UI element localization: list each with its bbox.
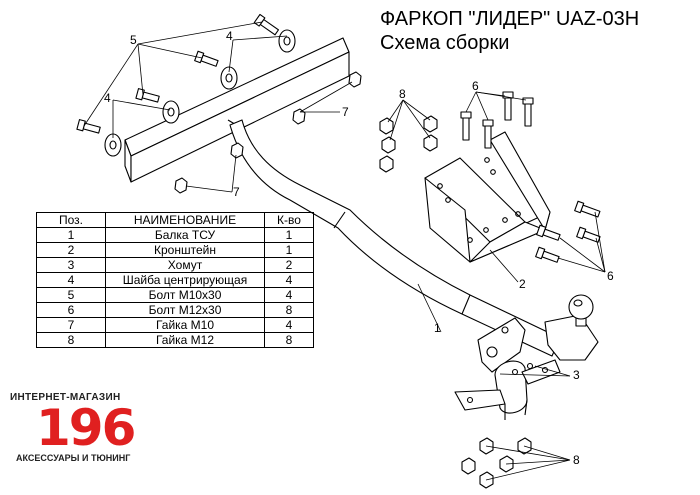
cell-name: Гайка М10 bbox=[105, 317, 265, 333]
cell-quantity: 4 bbox=[264, 317, 314, 333]
callout-4-left: 4 bbox=[104, 91, 111, 105]
table-row: 1 Балка ТСУ 1 bbox=[36, 227, 314, 243]
table-row: 6 Болт М12х30 8 bbox=[36, 302, 314, 318]
column-header-quantity: К-во bbox=[264, 212, 314, 228]
callout-1: 1 bbox=[434, 321, 441, 335]
hitch-ball-assembly bbox=[477, 294, 599, 373]
logo-bottom-text: АКСЕССУАРЫ И ТЮНИНГ bbox=[16, 453, 131, 463]
cell-position: 4 bbox=[36, 272, 106, 288]
table-row: 5 Болт М10х30 4 bbox=[36, 287, 314, 303]
cross-beam bbox=[124, 37, 350, 183]
mounting-bracket bbox=[424, 131, 551, 263]
cell-name: Хомут bbox=[105, 257, 265, 273]
table-row: 2 Кронштейн 1 bbox=[36, 242, 314, 258]
logo-top-text: ИНТЕРНЕТ-МАГАЗИН bbox=[10, 392, 121, 403]
callout-8-top: 8 bbox=[399, 87, 406, 101]
cell-name: Шайба центрирующая bbox=[105, 272, 265, 288]
cell-name: Гайка М12 bbox=[105, 332, 265, 348]
bolts-m12-right bbox=[535, 200, 601, 263]
cell-position: 8 bbox=[36, 332, 106, 348]
table-row: 8 Гайка М12 8 bbox=[36, 332, 314, 348]
cell-position: 6 bbox=[36, 302, 106, 318]
column-header-name: НАИМЕНОВАНИЕ bbox=[105, 212, 265, 228]
parts-table: Поз. НАИМЕНОВАНИЕ К-во 1 Балка ТСУ 1 2 К… bbox=[36, 212, 314, 348]
leader-lines bbox=[83, 21, 606, 481]
callout-4-top: 4 bbox=[226, 29, 233, 43]
cell-name: Кронштейн bbox=[105, 242, 265, 258]
cell-name: Болт М12х30 bbox=[105, 302, 265, 318]
callout-3: 3 bbox=[573, 368, 580, 382]
cell-quantity: 4 bbox=[264, 272, 314, 288]
callout-5: 5 bbox=[130, 33, 137, 47]
callout-7-top: 7 bbox=[342, 105, 349, 119]
cell-name: Балка ТСУ bbox=[105, 227, 265, 243]
store-logo: ИНТЕРНЕТ-МАГАЗИН 196 АКСЕССУАРЫ И ТЮНИНГ bbox=[10, 392, 160, 463]
cell-position: 7 bbox=[36, 317, 106, 333]
cell-quantity: 2 bbox=[264, 257, 314, 273]
cell-name: Болт М10х30 bbox=[105, 287, 265, 303]
cell-quantity: 8 bbox=[264, 302, 314, 318]
callout-6-top: 6 bbox=[472, 79, 479, 93]
cell-quantity: 8 bbox=[264, 332, 314, 348]
cell-quantity: 4 bbox=[264, 287, 314, 303]
table-header-row: Поз. НАИМЕНОВАНИЕ К-во bbox=[36, 212, 314, 228]
cell-position: 5 bbox=[36, 287, 106, 303]
cell-quantity: 1 bbox=[264, 242, 314, 258]
cell-position: 3 bbox=[36, 257, 106, 273]
callout-2: 2 bbox=[519, 277, 526, 291]
centering-washers bbox=[104, 29, 296, 157]
logo-number: 196 bbox=[36, 399, 136, 457]
nuts-m10 bbox=[174, 71, 362, 194]
callout-8-bottom: 8 bbox=[573, 453, 580, 467]
table-row: 7 Гайка М10 4 bbox=[36, 317, 314, 333]
drawing-title: ФАРКОП "ЛИДЕР" UAZ-03H bbox=[380, 8, 640, 30]
column-header-position: Поз. bbox=[36, 212, 106, 228]
drawing-subtitle: Схема сборки bbox=[380, 32, 510, 54]
cell-position: 1 bbox=[36, 227, 106, 243]
callout-6-right: 6 bbox=[607, 269, 614, 283]
table-row: 4 Шайба центрирующая 4 bbox=[36, 272, 314, 288]
cell-quantity: 1 bbox=[264, 227, 314, 243]
table-row: 3 Хомут 2 bbox=[36, 257, 314, 273]
callout-7-bottom: 7 bbox=[233, 185, 240, 199]
cell-position: 2 bbox=[36, 242, 106, 258]
nuts-m12-top bbox=[379, 115, 438, 173]
